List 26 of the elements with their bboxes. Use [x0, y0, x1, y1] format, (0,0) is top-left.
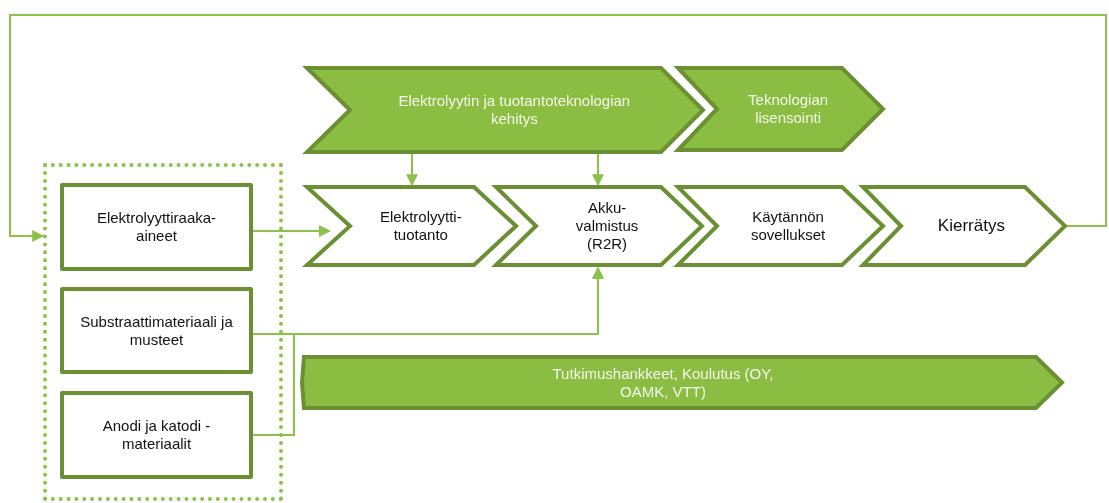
- step-label: Elektrolyytti- tuotanto: [378, 208, 463, 244]
- process-box: [60, 391, 253, 479]
- chevron-step: [494, 185, 704, 267]
- arrow: [592, 153, 604, 187]
- chevron-step: [861, 185, 1067, 267]
- process-box: [60, 183, 253, 271]
- dotted-group-frame: [43, 163, 283, 501]
- chevron-step: [305, 185, 518, 267]
- arrow-band: [302, 355, 1064, 410]
- chevron-step: [676, 185, 885, 267]
- arrow: [252, 266, 604, 436]
- arrow: [406, 153, 418, 187]
- step-label: Käytännön sovellukset: [750, 208, 827, 244]
- step-label: Teknologian lisensointi: [747, 91, 830, 127]
- process-box: [60, 287, 253, 374]
- arrow: [9, 14, 1107, 242]
- box-label: Elektrolyyttiraaka- aineet: [95, 209, 218, 245]
- box-label: Substraattimateriaali ja musteet: [79, 312, 234, 349]
- step-label: Akku- valmistus (R2R): [574, 199, 640, 253]
- chevron-step: [305, 66, 705, 154]
- step-label: Tutkimushankkeet, Koulutus (OY, OAMK, VTT): [551, 364, 775, 401]
- arrow: [252, 225, 331, 237]
- box-label: Anodi ja katodi - materiaalit: [101, 417, 212, 453]
- chevron-step: [676, 66, 885, 152]
- step-label: Elektrolyytin ja tuotantoteknologian kehitys: [397, 92, 632, 128]
- step-label: Kierrätys: [937, 217, 1005, 235]
